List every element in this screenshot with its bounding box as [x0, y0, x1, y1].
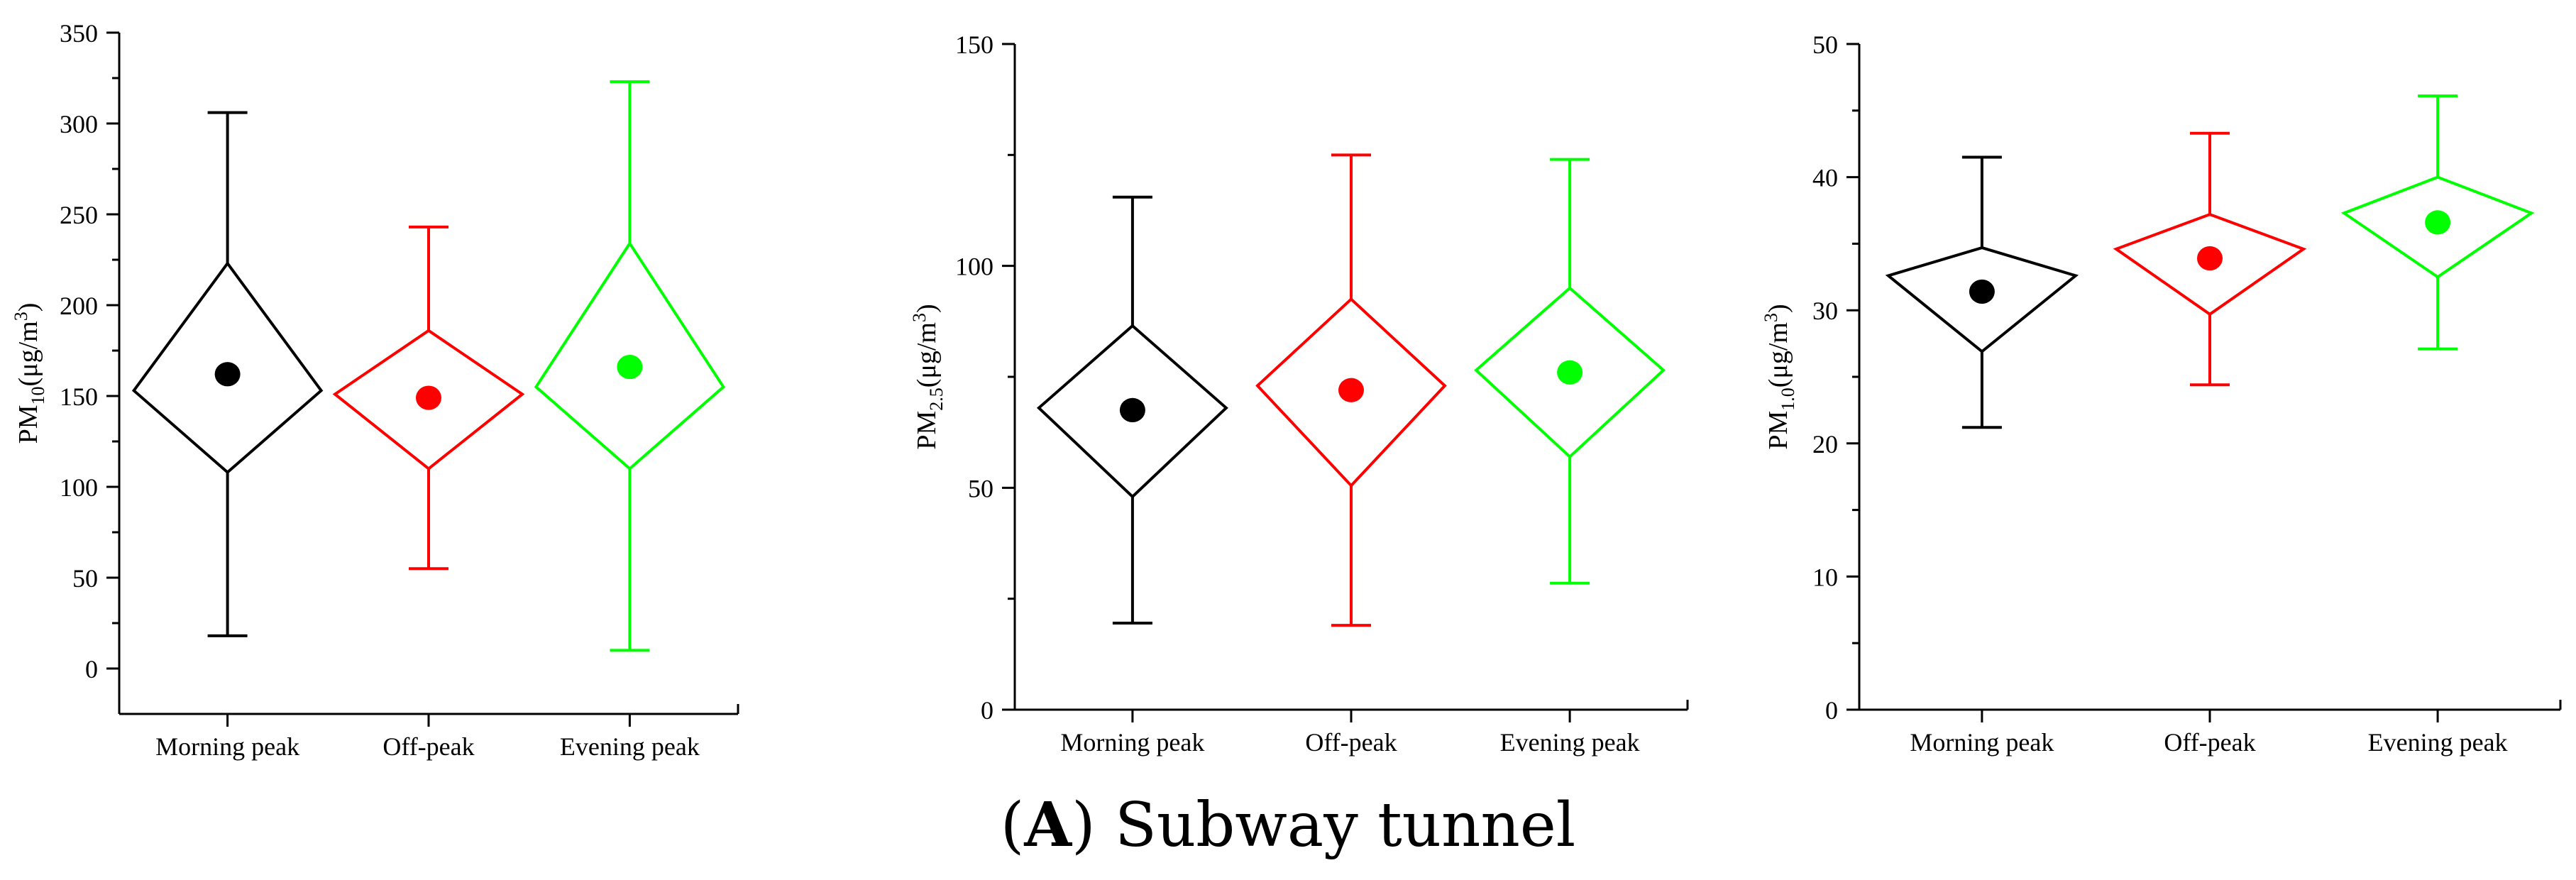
y-tick-label: 100 [955, 253, 993, 281]
caption-letter: A [1024, 789, 1072, 861]
x-tick-label: Evening peak [1500, 728, 1640, 757]
y-tick-label: 100 [60, 473, 98, 502]
x-tick-label: Evening peak [2368, 728, 2508, 757]
y-tick-label: 350 [60, 19, 98, 48]
box-diamond [332, 329, 525, 471]
box-diamond [1255, 297, 1447, 488]
y-tick-label: 20 [1812, 430, 1838, 458]
mean-marker [1969, 279, 1995, 304]
y-tick-label: 40 [1812, 164, 1838, 192]
y-tick-label: 50 [1812, 31, 1838, 59]
x-tick-label: Off-peak [2164, 728, 2255, 757]
x-tick-label: Morning peak [155, 732, 299, 761]
box-diamond [1885, 246, 2079, 353]
y-tick-label: 150 [60, 383, 98, 411]
x-tick-label: Evening peak [560, 732, 700, 761]
figure-caption: (A) Subway tunnel [0, 795, 2576, 857]
y-axis-label: PM10(μg/m3) [11, 303, 48, 444]
box-diamond [534, 241, 726, 471]
mean-marker [214, 362, 241, 387]
box-diamond [1474, 286, 1666, 459]
y-tick-label: 0 [1825, 696, 1838, 725]
y-axis-label: PM2.5(μg/m3) [909, 304, 947, 449]
y-tick-label: 250 [60, 201, 98, 229]
box-diamond [2340, 175, 2535, 279]
x-tick-label: Morning peak [1060, 728, 1204, 757]
box-diamond [131, 260, 324, 475]
y-tick-label: 10 [1812, 563, 1838, 591]
mean-marker [617, 354, 643, 380]
mean-marker [2197, 246, 2223, 271]
y-tick-label: 50 [968, 474, 993, 502]
y-tick-label: 200 [60, 292, 98, 320]
caption-text: ) Subway tunnel [1072, 790, 1576, 861]
x-tick-label: Morning peak [1910, 728, 2054, 757]
x-tick-label: Off-peak [1305, 728, 1397, 757]
mean-marker [1557, 360, 1583, 385]
y-tick-label: 50 [72, 564, 98, 593]
box-diamond [1036, 324, 1228, 499]
caption-open-paren: ( [1000, 790, 1025, 861]
x-tick-label: Off-peak [382, 732, 474, 761]
mean-marker [416, 385, 441, 410]
y-tick-label: 30 [1812, 297, 1838, 325]
y-tick-label: 0 [981, 696, 993, 725]
y-axis-label: PM1.0(μg/m3) [1761, 304, 1798, 449]
mean-marker [1119, 397, 1145, 423]
mean-marker [1338, 378, 1364, 402]
y-tick-label: 150 [955, 31, 993, 59]
box-diamond [2113, 212, 2307, 317]
y-tick-label: 0 [85, 655, 98, 683]
y-tick-label: 300 [60, 110, 98, 138]
mean-marker [2425, 210, 2451, 235]
